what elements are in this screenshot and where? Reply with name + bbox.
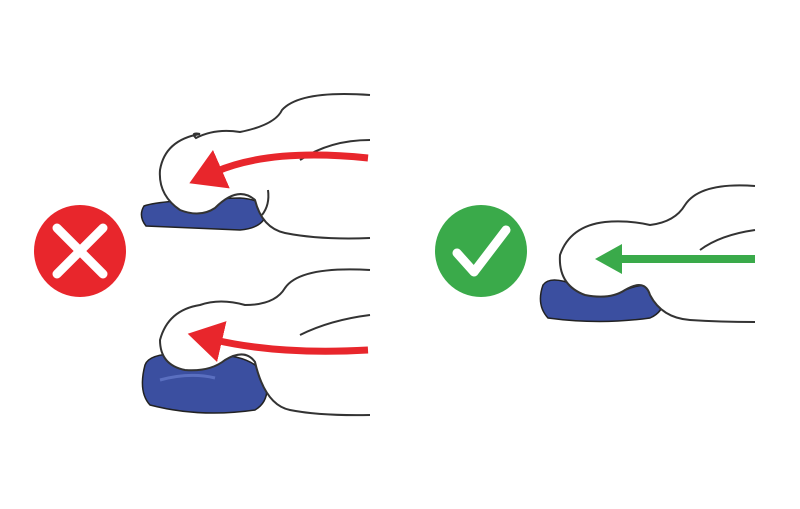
arrow-wrong-top [189, 149, 369, 189]
body-outline [158, 93, 371, 240]
body-outline [158, 268, 371, 417]
figure-high-pillow [141, 268, 371, 417]
body-outline [558, 184, 756, 323]
arrow-correct [595, 244, 755, 274]
check-mark-icon [435, 205, 527, 297]
arrow-wrong-bottom [187, 321, 369, 363]
figure-contour-pillow [539, 184, 756, 323]
figure-flat-pillow [140, 93, 371, 240]
x-mark-icon [34, 205, 126, 297]
